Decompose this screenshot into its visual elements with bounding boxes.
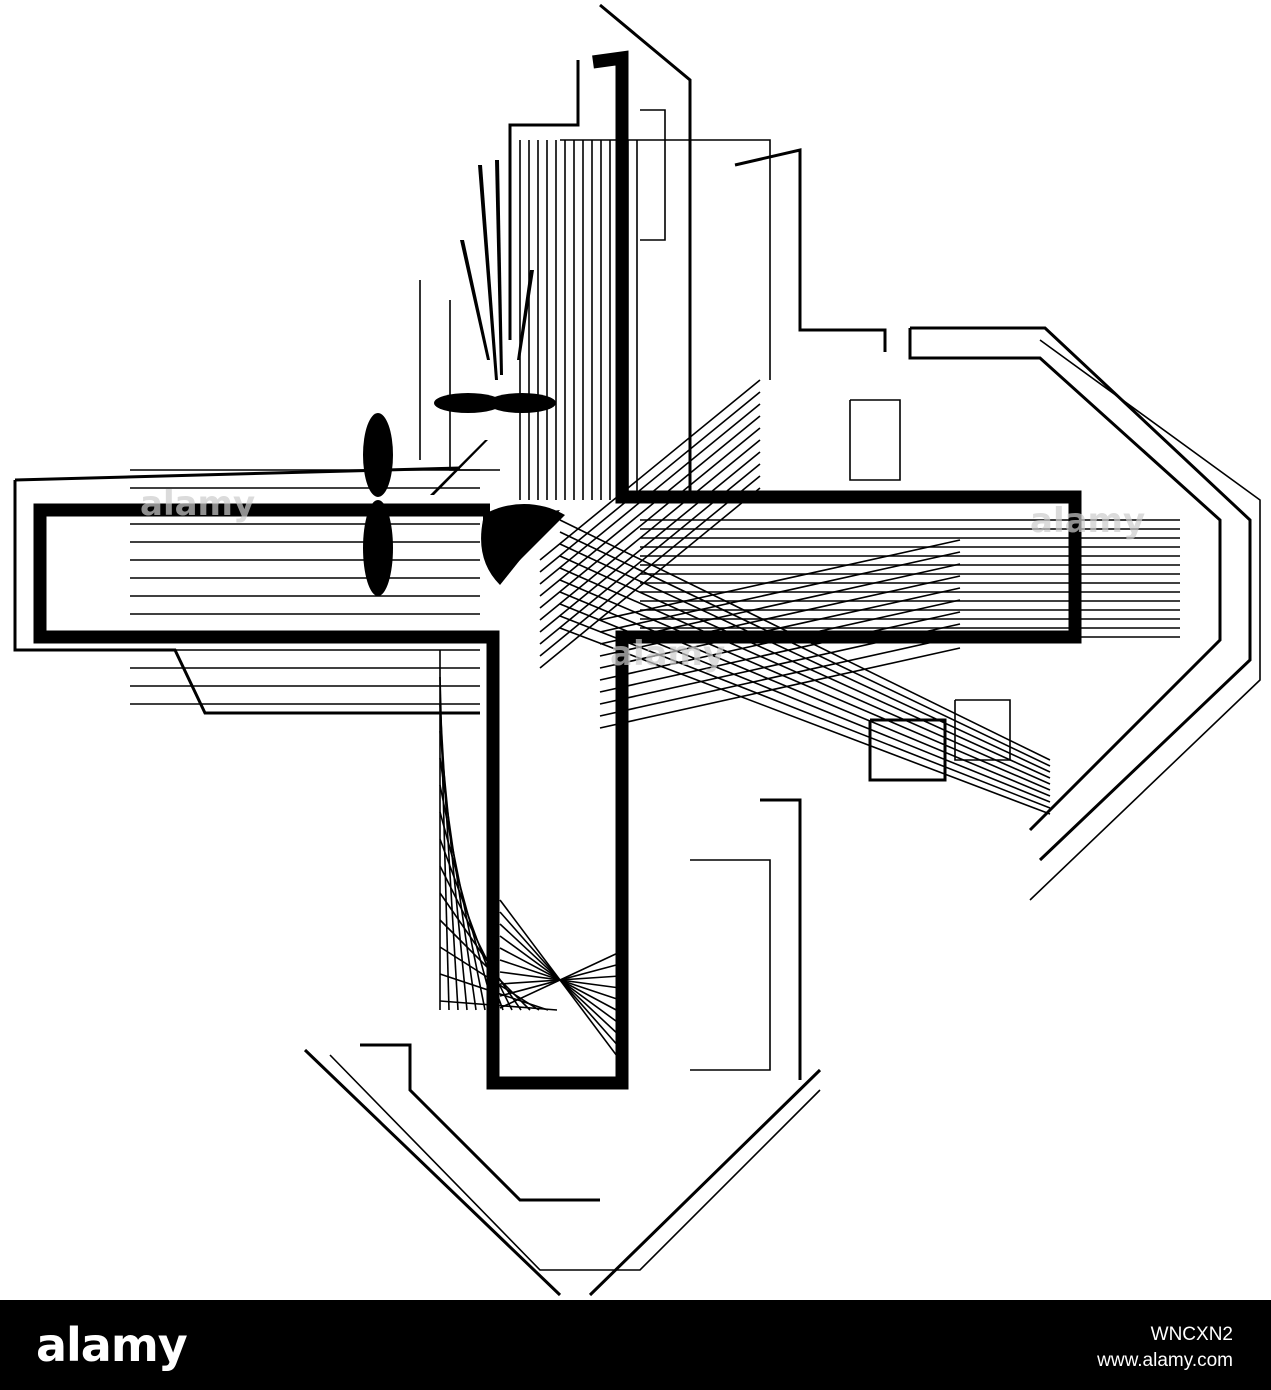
outer-frame-line (13, 480, 480, 715)
circuit-trace (559, 579, 1051, 791)
brand-logo: alamy (36, 1318, 188, 1372)
circuit-trace (539, 379, 761, 561)
circuit-trace (329, 1054, 821, 1271)
watermark-text: alamy (140, 484, 255, 524)
circuit-trace (439, 757, 477, 1011)
circuit-trace (560, 139, 771, 380)
circuit-trace (499, 951, 621, 1009)
circuit-trace (559, 555, 1051, 779)
circuit-trace (849, 399, 901, 481)
circuit-trace (599, 635, 961, 717)
circuit-trace (599, 539, 961, 621)
spike-shape (430, 440, 488, 495)
outer-frame-line (599, 3, 692, 500)
spike-shape (478, 165, 498, 380)
circuit-trace (559, 567, 1051, 785)
circuit-trace (539, 487, 761, 669)
circuit-trace (439, 865, 513, 1011)
circuit-trace (599, 551, 961, 633)
outer-frame-line (734, 148, 887, 352)
propeller-blade (363, 413, 393, 497)
image-id-label: WNCXN2 (1150, 1324, 1233, 1345)
circuit-trace (449, 300, 500, 471)
circuit-trace (559, 627, 1051, 815)
watermark-text: alamy (610, 634, 725, 674)
circuit-trace (1029, 339, 1261, 901)
spike-shape (517, 270, 534, 360)
propeller-blade (488, 393, 556, 413)
outer-frame-line (868, 718, 947, 782)
outer-frame-line (508, 60, 580, 340)
circuit-cross-illustration: alamy alamy alamy (13, 3, 1261, 1297)
outer-frame-line (588, 1068, 822, 1297)
circuit-trace (690, 859, 771, 1071)
outer-frame-line (303, 1048, 562, 1297)
quarter-circle-motif (481, 510, 560, 585)
circuit-trace (439, 730, 468, 1011)
circuit-trace (599, 647, 961, 729)
circuit-trace (640, 109, 666, 241)
image-url-label: www.alamy.com (1097, 1350, 1233, 1371)
footer-bar: alamy WNCXN2 www.alamy.com (0, 1300, 1271, 1390)
circuit-trace (599, 611, 961, 693)
propeller-blade (434, 393, 502, 413)
circuit-trace (559, 615, 1051, 809)
watermark-text: alamy (1030, 501, 1145, 541)
circuit-trace (539, 415, 761, 597)
outer-frame-line (360, 1043, 600, 1202)
cross-artwork: alamy alamy alamy (13, 3, 1261, 1297)
circuit-trace (539, 427, 761, 609)
outer-frame-line (908, 328, 1222, 832)
circuit-trace (539, 439, 761, 621)
spike-shape (495, 160, 503, 375)
circuit-trace (954, 699, 1011, 761)
circuit-trace (559, 531, 1051, 767)
circuit-trace (539, 475, 761, 657)
propeller-blade (363, 500, 393, 596)
outer-frame-line (760, 798, 802, 1080)
spike-shape (460, 240, 490, 360)
circuit-trace (439, 703, 459, 1011)
circuit-trace (559, 591, 1051, 797)
outer-frame-line (910, 326, 1252, 862)
main-cross-path (33, 50, 1082, 1090)
circuit-trace (539, 391, 761, 573)
circuit-trace (539, 451, 761, 633)
